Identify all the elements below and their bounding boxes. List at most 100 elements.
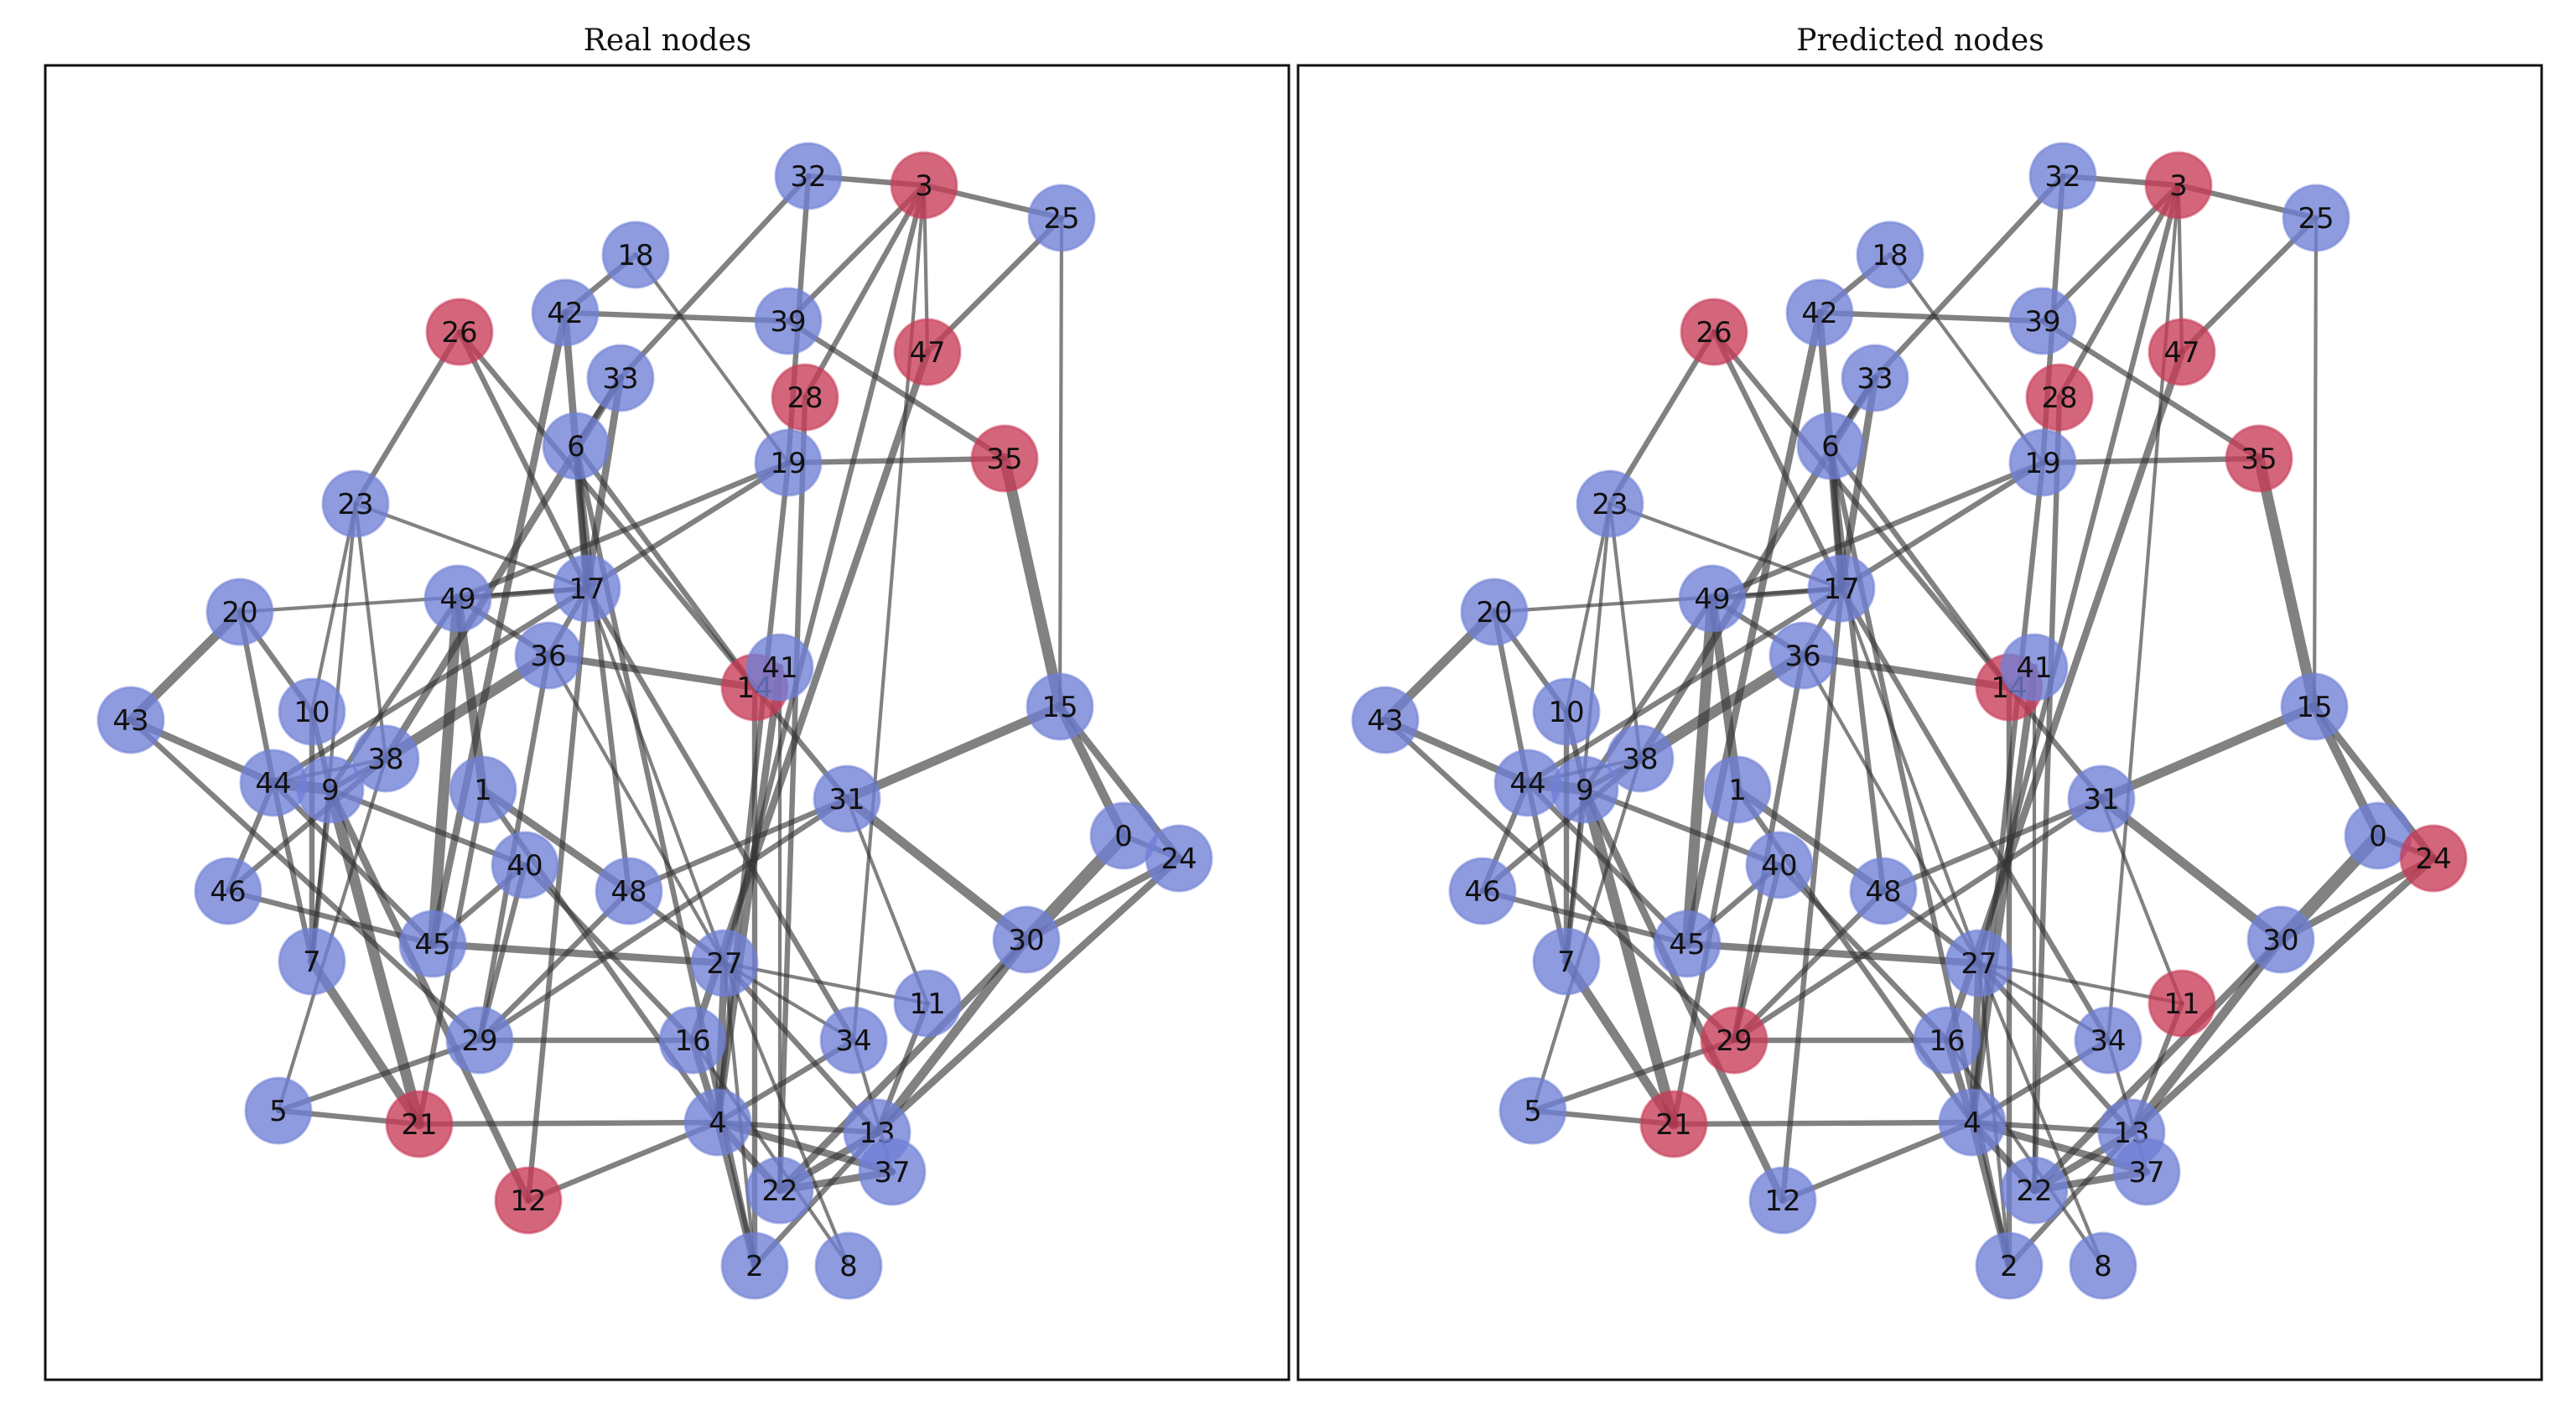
edge-45-27 xyxy=(1683,940,1983,967)
node-18: 18 xyxy=(1856,220,1924,289)
node-41: 41 xyxy=(2000,633,2069,702)
node-44: 44 xyxy=(239,749,308,817)
node-label-4: 4 xyxy=(1963,1106,1981,1140)
node-label-38: 38 xyxy=(1622,743,1658,776)
node-label-17: 17 xyxy=(569,573,605,606)
node-circle-49 xyxy=(1678,564,1747,633)
edge-36-27 xyxy=(1800,653,1981,966)
node-circle-25 xyxy=(2282,184,2350,252)
node-circle-47 xyxy=(893,318,962,386)
node-label-9: 9 xyxy=(321,774,340,807)
node-circle-11 xyxy=(893,969,962,1038)
node-39: 39 xyxy=(2008,287,2077,355)
node-label-47: 47 xyxy=(2163,336,2199,370)
edge-26-17 xyxy=(456,329,590,592)
edge-21-4 xyxy=(416,1119,721,1127)
node-circle-4 xyxy=(683,1088,752,1157)
node-47: 47 xyxy=(2148,318,2216,386)
node-28: 28 xyxy=(771,363,839,432)
node-circle-28 xyxy=(771,363,839,432)
node-29: 29 xyxy=(445,1006,514,1075)
node-22: 22 xyxy=(2000,1156,2069,1225)
node-label-16: 16 xyxy=(1929,1024,1965,1058)
node-17: 17 xyxy=(553,554,621,623)
node-31: 31 xyxy=(2067,764,2136,833)
node-label-38: 38 xyxy=(367,743,403,776)
node-circle-29 xyxy=(1700,1006,1768,1075)
node-circle-45 xyxy=(398,910,467,978)
edge-31-48 xyxy=(626,796,850,894)
edge-19-17 xyxy=(584,459,792,592)
panel-real: Real nodes 01234567891011121314151617181… xyxy=(44,23,1291,1381)
node-label-46: 46 xyxy=(210,875,246,909)
node-label-8: 8 xyxy=(2094,1250,2112,1283)
node-circle-33 xyxy=(586,344,655,412)
node-circle-30 xyxy=(2246,905,2315,974)
node-circle-41 xyxy=(745,633,814,702)
node-label-36: 36 xyxy=(530,640,566,673)
node-3: 3 xyxy=(2144,151,2213,220)
node-label-46: 46 xyxy=(1464,875,1500,909)
node-label-21: 21 xyxy=(1655,1108,1691,1142)
node-28: 28 xyxy=(2025,363,2094,432)
node-label-49: 49 xyxy=(439,583,475,616)
edge-23-17 xyxy=(1607,501,1844,591)
node-circle-38 xyxy=(1606,724,1675,793)
edge-27-11 xyxy=(722,961,930,1006)
panel-frame-predicted xyxy=(1296,64,2543,1381)
node-32: 32 xyxy=(2028,142,2097,210)
node-circle-31 xyxy=(813,764,881,833)
node-circle-49 xyxy=(423,564,492,633)
node-circle-5 xyxy=(244,1076,313,1145)
node-24: 24 xyxy=(2399,824,2468,893)
node-25: 25 xyxy=(1027,184,1096,252)
panel-frame-real xyxy=(44,64,1291,1381)
node-21: 21 xyxy=(385,1090,454,1158)
edge-41-4 xyxy=(714,663,784,1127)
edge-17-27 xyxy=(584,586,727,966)
edge-3-28 xyxy=(802,182,927,401)
node-label-27: 27 xyxy=(1961,947,1997,981)
edge-39-35 xyxy=(785,318,1008,462)
node-circle-36 xyxy=(1768,621,1837,690)
edge-24-13 xyxy=(873,854,1183,1137)
node-label-22: 22 xyxy=(2016,1174,2052,1208)
node-label-2: 2 xyxy=(2000,1250,2018,1283)
node-circle-42 xyxy=(531,278,600,347)
node-circle-3 xyxy=(2144,151,2213,220)
node-label-39: 39 xyxy=(2024,305,2060,339)
node-label-21: 21 xyxy=(401,1108,437,1142)
node-label-40: 40 xyxy=(506,849,543,883)
node-circle-38 xyxy=(351,724,420,793)
node-circle-35 xyxy=(970,424,1039,493)
node-label-6: 6 xyxy=(567,430,585,464)
node-label-5: 5 xyxy=(269,1095,288,1128)
edge-31-30 xyxy=(2096,794,2286,945)
node-36: 36 xyxy=(1768,621,1837,690)
edge-42-39 xyxy=(1816,309,2046,324)
edge-45-27 xyxy=(428,940,729,967)
edge-17-44 xyxy=(1524,585,1845,786)
node-circle-37 xyxy=(858,1138,927,1206)
node-38: 38 xyxy=(351,724,420,793)
node-circle-20 xyxy=(1460,578,1529,646)
node-circle-21 xyxy=(385,1090,454,1158)
node-label-7: 7 xyxy=(303,946,321,979)
node-circle-1 xyxy=(1703,755,1772,824)
node-circle-30 xyxy=(992,905,1061,974)
node-label-33: 33 xyxy=(1857,362,1893,396)
node-20: 20 xyxy=(1460,578,1529,646)
node-43: 43 xyxy=(1351,686,1420,754)
node-5: 5 xyxy=(244,1076,313,1145)
node-label-19: 19 xyxy=(2024,447,2060,480)
node-label-3: 3 xyxy=(915,169,933,203)
edge-6-14 xyxy=(1827,443,2012,691)
edge-9-12 xyxy=(1581,785,1787,1205)
node-42: 42 xyxy=(531,278,600,347)
node-12: 12 xyxy=(1748,1166,1817,1235)
node-26: 26 xyxy=(425,298,494,366)
node-label-22: 22 xyxy=(761,1174,797,1208)
node-2: 2 xyxy=(720,1231,789,1300)
edge-27-8 xyxy=(1976,961,2106,1268)
node-circle-33 xyxy=(1841,344,1909,412)
